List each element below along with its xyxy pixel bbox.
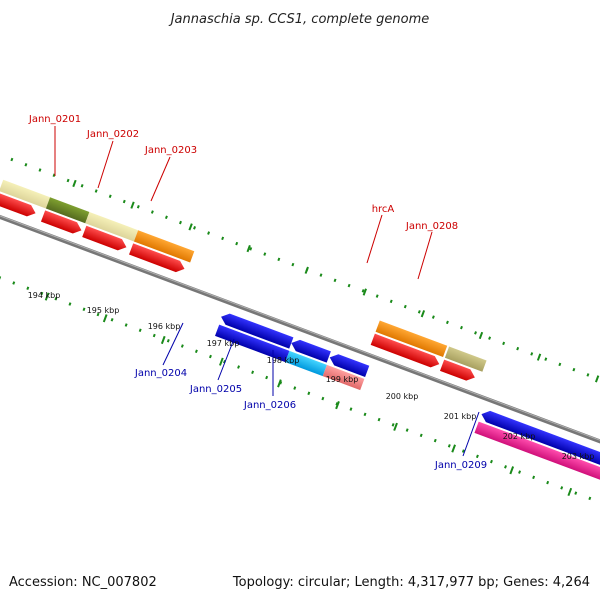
gene-bar-hrca[interactable] bbox=[375, 320, 448, 358]
forward-callouts bbox=[54, 126, 433, 280]
major-tick bbox=[335, 401, 340, 410]
gene-label-jann-0205[interactable]: Jann_0205 bbox=[189, 384, 242, 395]
inner-tick-track bbox=[0, 265, 600, 517]
map-title: Jannaschia sp. CCS1, complete genome bbox=[168, 12, 430, 27]
genome-backbone bbox=[0, 208, 600, 465]
callout-line-jann-0204 bbox=[162, 322, 184, 366]
kbp-label: 194 kbp bbox=[28, 291, 61, 300]
cds-arrow-reverse[interactable] bbox=[289, 337, 331, 363]
genome-backbone-highlight bbox=[0, 208, 600, 462]
kbp-label: 202 kbp bbox=[503, 432, 536, 441]
kbp-label: 201 kbp bbox=[444, 412, 477, 421]
gene-label-jann-0201[interactable]: Jann_0201 bbox=[28, 114, 81, 125]
callout-line-jann-0205 bbox=[217, 338, 235, 381]
kbp-label: 198 kbp bbox=[267, 356, 300, 365]
gene-label-jann-0203[interactable]: Jann_0203 bbox=[144, 145, 197, 156]
major-tick bbox=[594, 375, 600, 383]
gene-bar-jann-0205[interactable] bbox=[285, 350, 327, 377]
major-tick bbox=[72, 179, 77, 188]
genome-summary-text: Topology: circular; Length: 4,317,977 bp… bbox=[232, 575, 590, 590]
gene-bar-jann-0201[interactable] bbox=[45, 197, 90, 224]
gene-label-jann-0206[interactable]: Jann_0206 bbox=[243, 400, 296, 411]
major-tick bbox=[44, 292, 50, 301]
major-ticks bbox=[44, 292, 573, 497]
gene-bar-jann-0200[interactable] bbox=[0, 179, 51, 209]
major-tick bbox=[420, 310, 426, 318]
kbp-label: 195 kbp bbox=[87, 306, 120, 315]
cds-arrow-reverse[interactable] bbox=[328, 352, 370, 377]
callout-line-jann-0209 bbox=[462, 411, 480, 457]
gene-bar-jann-0209[interactable] bbox=[474, 421, 600, 494]
gene-bar-jann-0206[interactable] bbox=[322, 364, 365, 391]
major-tick bbox=[160, 335, 166, 345]
major-tick bbox=[219, 357, 224, 366]
callout-line-jann-0208 bbox=[417, 231, 433, 280]
gene-label-hrca[interactable]: hrcA bbox=[372, 204, 395, 215]
cds-arrow-reverse[interactable] bbox=[219, 311, 294, 349]
gene-label-jann-0209[interactable]: Jann_0209 bbox=[434, 460, 487, 471]
major-tick bbox=[188, 223, 193, 231]
kbp-label: 197 kbp bbox=[207, 339, 240, 348]
gene-bar-jann-0202[interactable] bbox=[85, 211, 139, 242]
major-tick bbox=[130, 201, 135, 209]
callout-line-hrca bbox=[366, 214, 383, 264]
reverse-callouts bbox=[162, 322, 480, 457]
major-tick bbox=[246, 244, 251, 253]
outer-tick-track bbox=[10, 157, 600, 410]
kbp-labels: 194 kbp 195 kbp 196 kbp 197 kbp 198 kbp … bbox=[28, 291, 595, 461]
major-tick bbox=[393, 422, 398, 431]
major-tick bbox=[478, 331, 484, 340]
major-tick bbox=[102, 314, 108, 323]
major-tick bbox=[362, 288, 367, 296]
gene-label-jann-0204[interactable]: Jann_0204 bbox=[134, 368, 187, 379]
forward-gene-labels: Jann_0201 Jann_0202 Jann_0203 hrcA Jann_… bbox=[28, 114, 458, 232]
reverse-cds-row bbox=[219, 311, 600, 480]
cds-arrow-reverse[interactable] bbox=[479, 408, 600, 480]
gene-label-jann-0202[interactable]: Jann_0202 bbox=[86, 129, 139, 140]
major-tick bbox=[277, 379, 282, 388]
cds-arrow-forward[interactable] bbox=[40, 210, 84, 236]
major-tick bbox=[304, 266, 309, 274]
cds-arrow-forward[interactable] bbox=[439, 359, 477, 383]
kbp-label: 203 kbp bbox=[562, 452, 595, 461]
forward-cds-row bbox=[0, 192, 477, 383]
cds-arrow-forward[interactable] bbox=[129, 243, 187, 274]
forward-feature-row bbox=[0, 179, 487, 372]
kbp-label: 200 kbp bbox=[386, 392, 419, 401]
callout-line-jann-0203 bbox=[150, 156, 171, 202]
kbp-label: 199 kbp bbox=[326, 375, 359, 384]
gene-bar-jann-0203[interactable] bbox=[133, 230, 195, 263]
accession-text: Accession: NC_007802 bbox=[9, 575, 157, 590]
reverse-gene-labels: Jann_0204 Jann_0205 Jann_0206 Jann_0209 bbox=[134, 368, 487, 471]
major-tick bbox=[509, 466, 515, 475]
genome-track bbox=[0, 157, 600, 517]
reverse-feature-row bbox=[215, 324, 600, 494]
major-tick bbox=[567, 487, 573, 497]
cds-arrow-forward[interactable] bbox=[82, 225, 128, 253]
major-tick bbox=[536, 353, 542, 361]
major-tick bbox=[451, 444, 456, 453]
outer-major-ticks bbox=[72, 179, 600, 383]
gene-label-jann-0208[interactable]: Jann_0208 bbox=[405, 221, 458, 232]
gene-bar-jann-0204[interactable] bbox=[215, 324, 290, 363]
gene-bar-jann-0208[interactable] bbox=[444, 346, 487, 372]
cds-arrow-forward[interactable] bbox=[370, 333, 442, 370]
kbp-label: 196 kbp bbox=[148, 322, 181, 331]
cds-arrow-forward[interactable] bbox=[0, 192, 38, 219]
callout-line-jann-0202 bbox=[97, 140, 114, 189]
